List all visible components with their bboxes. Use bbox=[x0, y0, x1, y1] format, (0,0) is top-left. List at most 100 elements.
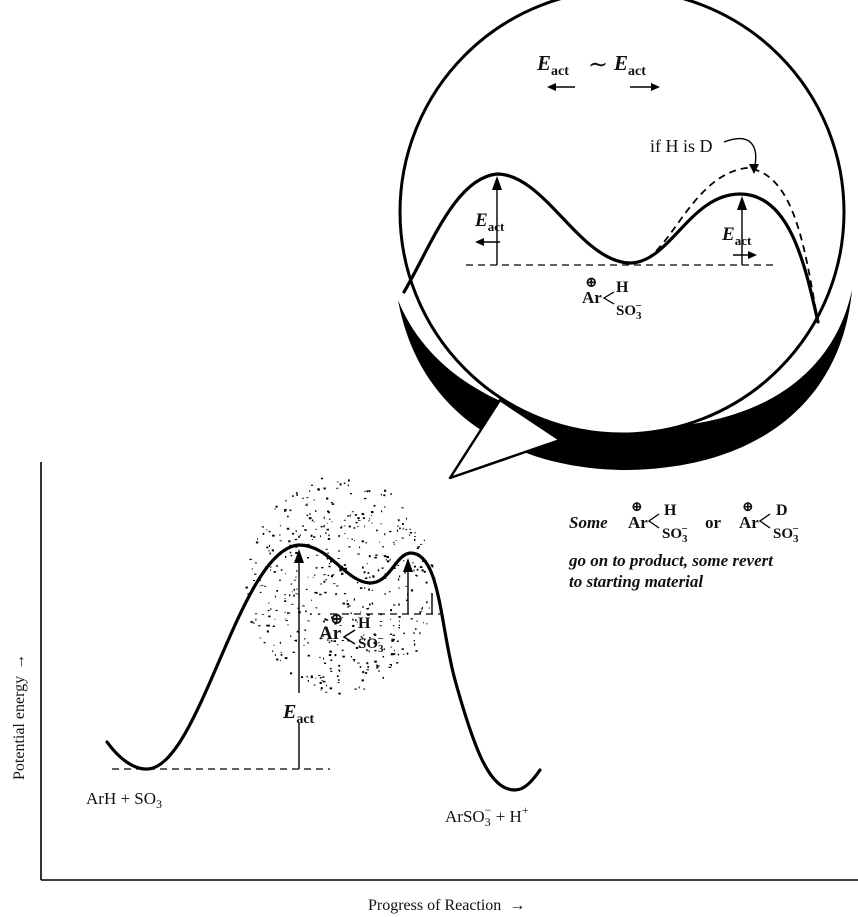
cloud-speck bbox=[315, 510, 317, 512]
cloud-speck bbox=[414, 538, 416, 541]
cloud-speck bbox=[295, 551, 298, 554]
cloud-speck bbox=[361, 679, 364, 682]
cloud-speck bbox=[262, 532, 265, 535]
cloud-speck bbox=[323, 620, 326, 623]
cloud-speck bbox=[332, 574, 335, 576]
svg-text:Ar: Ar bbox=[739, 513, 759, 532]
cloud-speck bbox=[270, 566, 272, 568]
main-diagram: Eact ⊕ Ar H SO3− ArH + SO3 ArSO3− + H+ P… bbox=[11, 462, 858, 914]
cloud-speck bbox=[330, 670, 333, 672]
cloud-speck bbox=[344, 567, 347, 570]
cloud-speck bbox=[356, 526, 359, 528]
cloud-speck bbox=[327, 552, 329, 554]
cloud-speck bbox=[285, 618, 286, 620]
cloud-speck bbox=[292, 495, 294, 497]
cloud-speck bbox=[296, 570, 298, 572]
cloud-speck bbox=[252, 622, 255, 624]
inset-left-barrier-arrowhead bbox=[492, 176, 502, 190]
cloud-speck bbox=[259, 591, 262, 593]
cloud-speck bbox=[287, 515, 289, 518]
cloud-speck bbox=[364, 525, 366, 528]
cloud-speck bbox=[371, 522, 373, 524]
cloud-speck bbox=[254, 573, 257, 575]
cloud-speck bbox=[274, 595, 276, 598]
cloud-speck bbox=[273, 644, 275, 646]
cloud-speck bbox=[406, 517, 407, 520]
cloud-speck bbox=[326, 528, 329, 531]
cloud-speck bbox=[423, 539, 425, 541]
inset-isotope-pointer bbox=[723, 137, 757, 171]
cloud-speck bbox=[339, 625, 342, 626]
cloud-speck bbox=[352, 659, 356, 661]
cloud-speck bbox=[258, 625, 261, 627]
cloud-speck bbox=[383, 648, 385, 650]
cloud-speck bbox=[384, 533, 386, 536]
cloud-speck bbox=[313, 521, 315, 523]
cloud-speck bbox=[347, 515, 350, 517]
cloud-speck bbox=[302, 605, 305, 607]
cloud-speck bbox=[297, 607, 299, 609]
cloud-speck bbox=[245, 586, 248, 589]
cloud-speck bbox=[328, 639, 330, 641]
cloud-speck bbox=[285, 573, 287, 575]
cloud-speck bbox=[382, 656, 385, 658]
cloud-speck bbox=[257, 538, 258, 540]
cloud-speck bbox=[337, 558, 340, 559]
cloud-speck bbox=[343, 519, 346, 521]
cloud-speck bbox=[419, 611, 422, 613]
cloud-speck bbox=[287, 612, 289, 614]
cloud-speck bbox=[274, 653, 276, 656]
cloud-speck bbox=[362, 671, 365, 674]
cloud-speck bbox=[291, 603, 294, 605]
cloud-speck bbox=[361, 540, 364, 543]
cloud-speck bbox=[268, 602, 270, 604]
cloud-speck bbox=[289, 594, 291, 597]
cloud-speck bbox=[275, 506, 278, 508]
cloud-speck bbox=[366, 608, 369, 610]
cloud-speck bbox=[375, 554, 378, 556]
cloud-speck bbox=[320, 637, 322, 640]
cloud-speck bbox=[327, 538, 331, 540]
cloud-speck bbox=[284, 510, 287, 512]
cloud-speck bbox=[324, 591, 327, 594]
cloud-speck bbox=[384, 490, 385, 492]
cloud-speck bbox=[327, 522, 328, 524]
cloud-speck bbox=[263, 641, 266, 644]
cloud-speck bbox=[402, 537, 404, 539]
cloud-speck bbox=[389, 530, 392, 533]
cloud-speck bbox=[426, 622, 428, 625]
cloud-speck bbox=[373, 633, 376, 635]
cloud-speck bbox=[357, 520, 361, 522]
cloud-speck bbox=[288, 540, 291, 543]
cloud-speck bbox=[350, 493, 353, 495]
cloud-speck bbox=[366, 662, 369, 665]
cloud-speck bbox=[368, 490, 371, 493]
cloud-speck bbox=[278, 534, 281, 536]
cloud-speck bbox=[312, 576, 314, 578]
cloud-speck bbox=[419, 611, 421, 615]
cloud-speck bbox=[291, 591, 293, 593]
cloud-speck bbox=[348, 546, 351, 548]
cloud-speck bbox=[254, 613, 258, 615]
cloud-speck bbox=[397, 653, 400, 656]
cloud-speck bbox=[253, 580, 256, 581]
inset-pointer-tail-fill bbox=[458, 404, 552, 470]
cloud-speck bbox=[364, 587, 366, 589]
cloud-speck bbox=[338, 679, 340, 681]
cloud-speck bbox=[306, 497, 309, 499]
cloud-speck bbox=[371, 590, 373, 591]
cloud-speck bbox=[403, 653, 405, 655]
cloud-speck bbox=[352, 624, 355, 627]
cloud-speck bbox=[389, 633, 392, 635]
cloud-speck bbox=[288, 612, 290, 615]
inset-left-eact-label: Eact bbox=[474, 210, 505, 234]
cloud-speck bbox=[313, 536, 316, 538]
cloud-speck bbox=[289, 509, 292, 512]
cloud-speck bbox=[364, 577, 368, 579]
inset-left-direction-arrowhead bbox=[475, 238, 484, 246]
cloud-speck bbox=[390, 646, 392, 649]
cloud-speck bbox=[322, 676, 325, 678]
cloud-speck bbox=[389, 664, 392, 665]
cloud-speck bbox=[402, 523, 404, 525]
cloud-speck bbox=[386, 556, 389, 559]
